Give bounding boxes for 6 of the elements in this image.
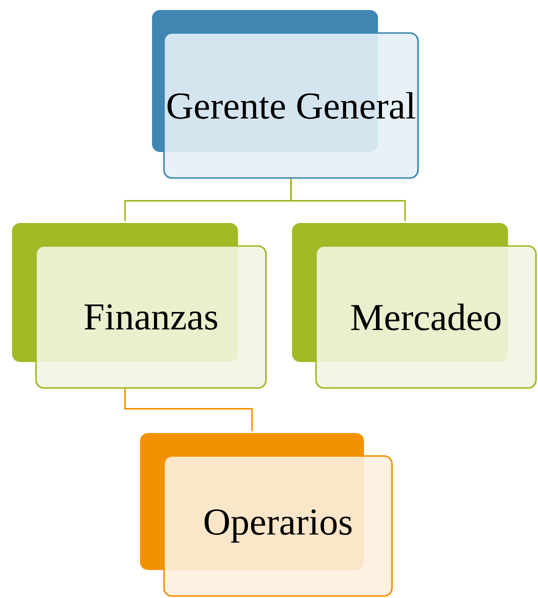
connector-line <box>124 388 253 432</box>
org-box: Mercadeo <box>292 223 537 389</box>
org-box: Gerente General <box>152 10 419 179</box>
connector-line <box>290 178 406 222</box>
org-box: Operarios <box>140 433 393 597</box>
org-box: Finanzas <box>12 223 267 389</box>
